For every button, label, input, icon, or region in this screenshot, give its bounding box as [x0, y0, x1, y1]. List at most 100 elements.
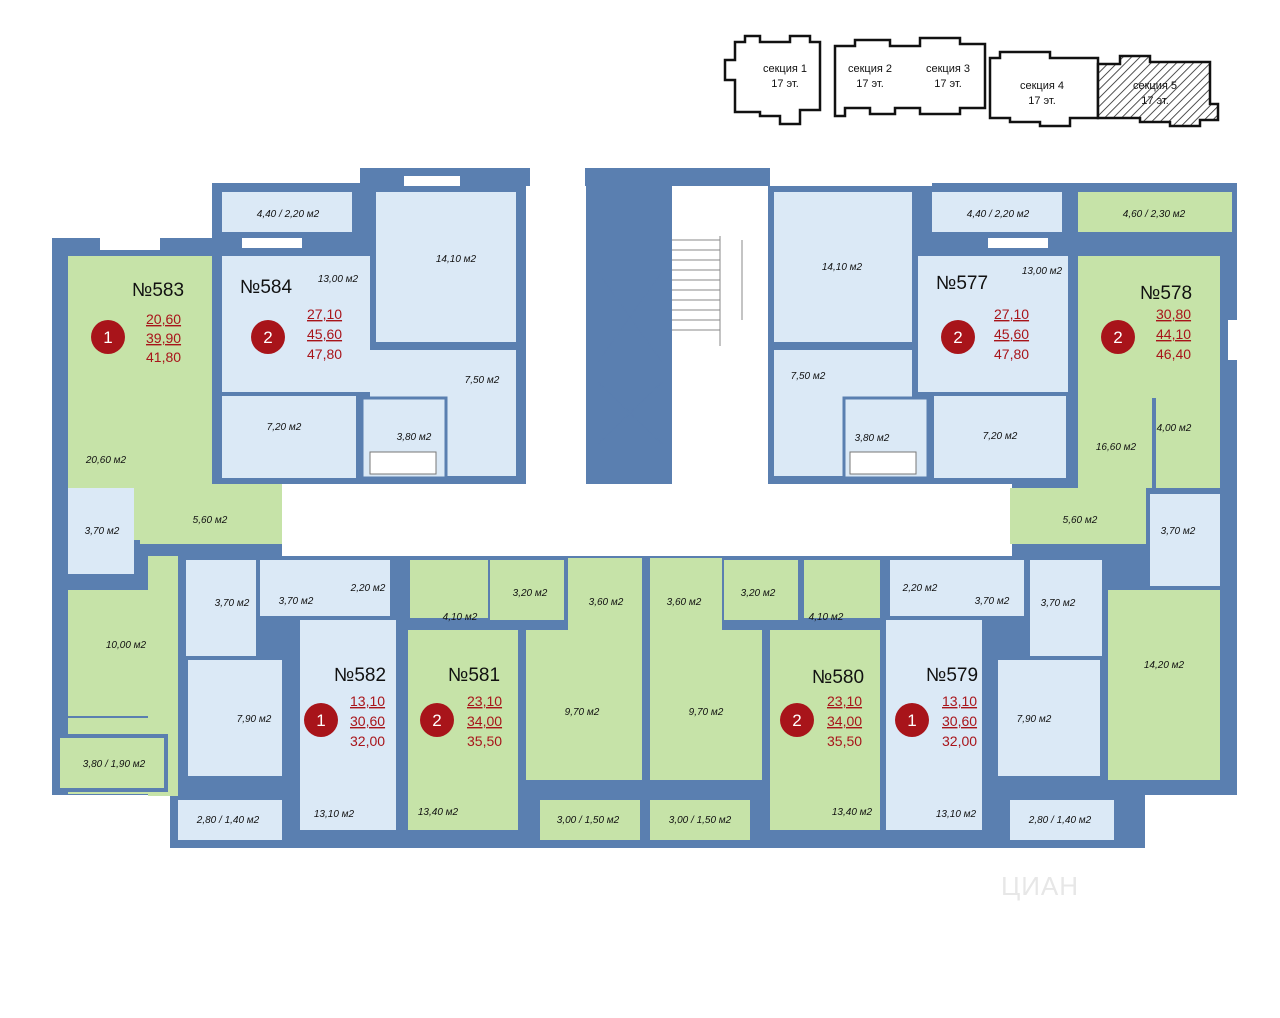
area-label: 5,60 м2 — [1063, 515, 1098, 526]
area-label: 3,80 м2 — [855, 433, 890, 444]
area-no-balcony: 45,60 — [307, 326, 342, 342]
rooms-badge — [304, 703, 338, 737]
rooms-count: 1 — [316, 711, 325, 730]
area-label: 3,70 м2 — [279, 596, 314, 607]
total-area: 47,80 — [307, 346, 342, 362]
rooms-badge — [780, 703, 814, 737]
section-2-label: секция 2 — [848, 63, 892, 75]
elevator-shafts — [596, 270, 664, 446]
area-label: 14,20 м2 — [1144, 660, 1185, 671]
area-label: 7,20 м2 — [267, 422, 302, 433]
area-label: 3,00 / 1,50 м2 — [557, 815, 620, 826]
total-area: 35,50 — [827, 733, 862, 749]
living-area: 20,60 — [146, 311, 181, 327]
rooms-badge — [91, 320, 125, 354]
section-5-label: секция 5 — [1133, 80, 1177, 92]
area-label: 16,60 м2 — [1096, 442, 1137, 453]
rooms-badge — [941, 320, 975, 354]
rooms-count: 2 — [1113, 328, 1122, 347]
balcony-577 — [932, 192, 1062, 232]
apartment-578-info[interactable]: №578 2 30,80 44,10 46,40 — [1101, 283, 1192, 362]
area-label: 3,70 м2 — [85, 526, 120, 537]
rooms-count: 2 — [432, 711, 441, 730]
living-area: 13,10 — [350, 693, 385, 709]
section-3-floors: 17 эт. — [934, 78, 962, 90]
corridor — [282, 484, 1012, 556]
apartment-584[interactable] — [222, 176, 516, 480]
apartment-578[interactable] — [1010, 192, 1238, 780]
apartment-number: №580 — [812, 667, 864, 688]
rooms-badge — [1101, 320, 1135, 354]
area-label: 13,00 м2 — [1022, 266, 1063, 277]
area-label: 4,40 / 2,20 м2 — [257, 209, 320, 220]
section-1-outline[interactable] — [723, 34, 822, 126]
area-label: 2,20 м2 — [902, 583, 938, 594]
section-2-floors: 17 эт. — [856, 78, 884, 90]
section-2-3-outline[interactable] — [833, 36, 987, 118]
area-label: 3,70 м2 — [975, 596, 1010, 607]
total-area: 41,80 — [146, 349, 181, 365]
rooms-count: 1 — [103, 328, 112, 347]
area-label: 4,40 / 2,20 м2 — [967, 209, 1030, 220]
apartment-number: №581 — [448, 665, 500, 686]
apartment-584-info[interactable]: №584 2 27,10 45,60 47,80 — [240, 277, 342, 362]
area-label: 4,10 м2 — [443, 612, 478, 623]
apartment-580-info[interactable]: №580 2 23,10 34,00 35,50 — [780, 667, 864, 749]
apartment-577-info[interactable]: №577 2 27,10 45,60 47,80 — [936, 273, 1029, 362]
area-label: 7,50 м2 — [465, 375, 500, 386]
apartment-579-info[interactable]: №579 1 13,10 30,60 32,00 — [895, 665, 978, 749]
stair-hall-left — [526, 186, 586, 486]
apartment-583[interactable] — [56, 238, 282, 796]
section-4-label: секция 4 — [1020, 80, 1064, 92]
apartment-number: №582 — [334, 665, 386, 686]
apartment-583-info[interactable]: №583 1 20,60 39,90 41,80 — [91, 280, 184, 365]
area-no-balcony: 45,60 — [994, 326, 1029, 342]
lobby-right — [672, 346, 768, 486]
balcony-584 — [222, 192, 352, 232]
area-label: 4,00 м2 — [1157, 423, 1192, 434]
apartment-number: №583 — [132, 280, 184, 301]
area-label: 3,70 м2 — [1161, 526, 1196, 537]
section-5-outline-highlighted[interactable] — [1096, 54, 1220, 128]
area-no-balcony: 39,90 — [146, 330, 181, 346]
area-label: 9,70 м2 — [689, 707, 724, 718]
apartment-580[interactable] — [650, 558, 880, 840]
area-label: 3,80 м2 — [397, 432, 432, 443]
section-4-floors: 17 эт. — [1028, 95, 1056, 107]
rooms-badge — [420, 703, 454, 737]
rooms-count: 1 — [907, 711, 916, 730]
balcony-578 — [1078, 192, 1232, 232]
living-area: 27,10 — [307, 306, 342, 322]
total-area: 32,00 — [350, 733, 385, 749]
total-area: 47,80 — [994, 346, 1029, 362]
area-label: 3,70 м2 — [1041, 598, 1076, 609]
section-4-outline[interactable] — [988, 50, 1100, 128]
area-label: 7,90 м2 — [1017, 714, 1052, 725]
area-no-balcony: 34,00 — [827, 713, 862, 729]
area-label: 13,40 м2 — [832, 807, 873, 818]
living-area: 23,10 — [467, 693, 502, 709]
area-label: 4,60 / 2,30 м2 — [1123, 209, 1186, 220]
apartment-number: №578 — [1140, 283, 1192, 304]
rooms-badge — [895, 703, 929, 737]
section-1-floors: 17 эт. — [771, 78, 799, 90]
area-no-balcony: 44,10 — [1156, 326, 1191, 342]
apartment-582-info[interactable]: №582 1 13,10 30,60 32,00 — [304, 665, 386, 749]
area-label: 13,00 м2 — [318, 274, 359, 285]
area-label: 13,40 м2 — [418, 807, 459, 818]
apartment-581-info[interactable]: №581 2 23,10 34,00 35,50 — [420, 665, 502, 749]
apartment-number: №577 — [936, 273, 988, 294]
apartment-577[interactable] — [774, 176, 1068, 480]
living-area: 13,10 — [942, 693, 977, 709]
apartment-582[interactable] — [178, 560, 396, 840]
area-label: 20,60 м2 — [85, 455, 127, 466]
room-area-labels: 20,60 м2 3,70 м2 10,00 м2 5,60 м2 3,80 /… — [83, 209, 1196, 826]
area-label: 2,20 м2 — [350, 583, 386, 594]
area-label: 14,10 м2 — [822, 262, 863, 273]
section-1-label: секция 1 — [763, 63, 807, 75]
total-area: 46,40 — [1156, 346, 1191, 362]
total-area: 32,00 — [942, 733, 977, 749]
total-area: 35,50 — [467, 733, 502, 749]
rooms-count: 2 — [953, 328, 962, 347]
